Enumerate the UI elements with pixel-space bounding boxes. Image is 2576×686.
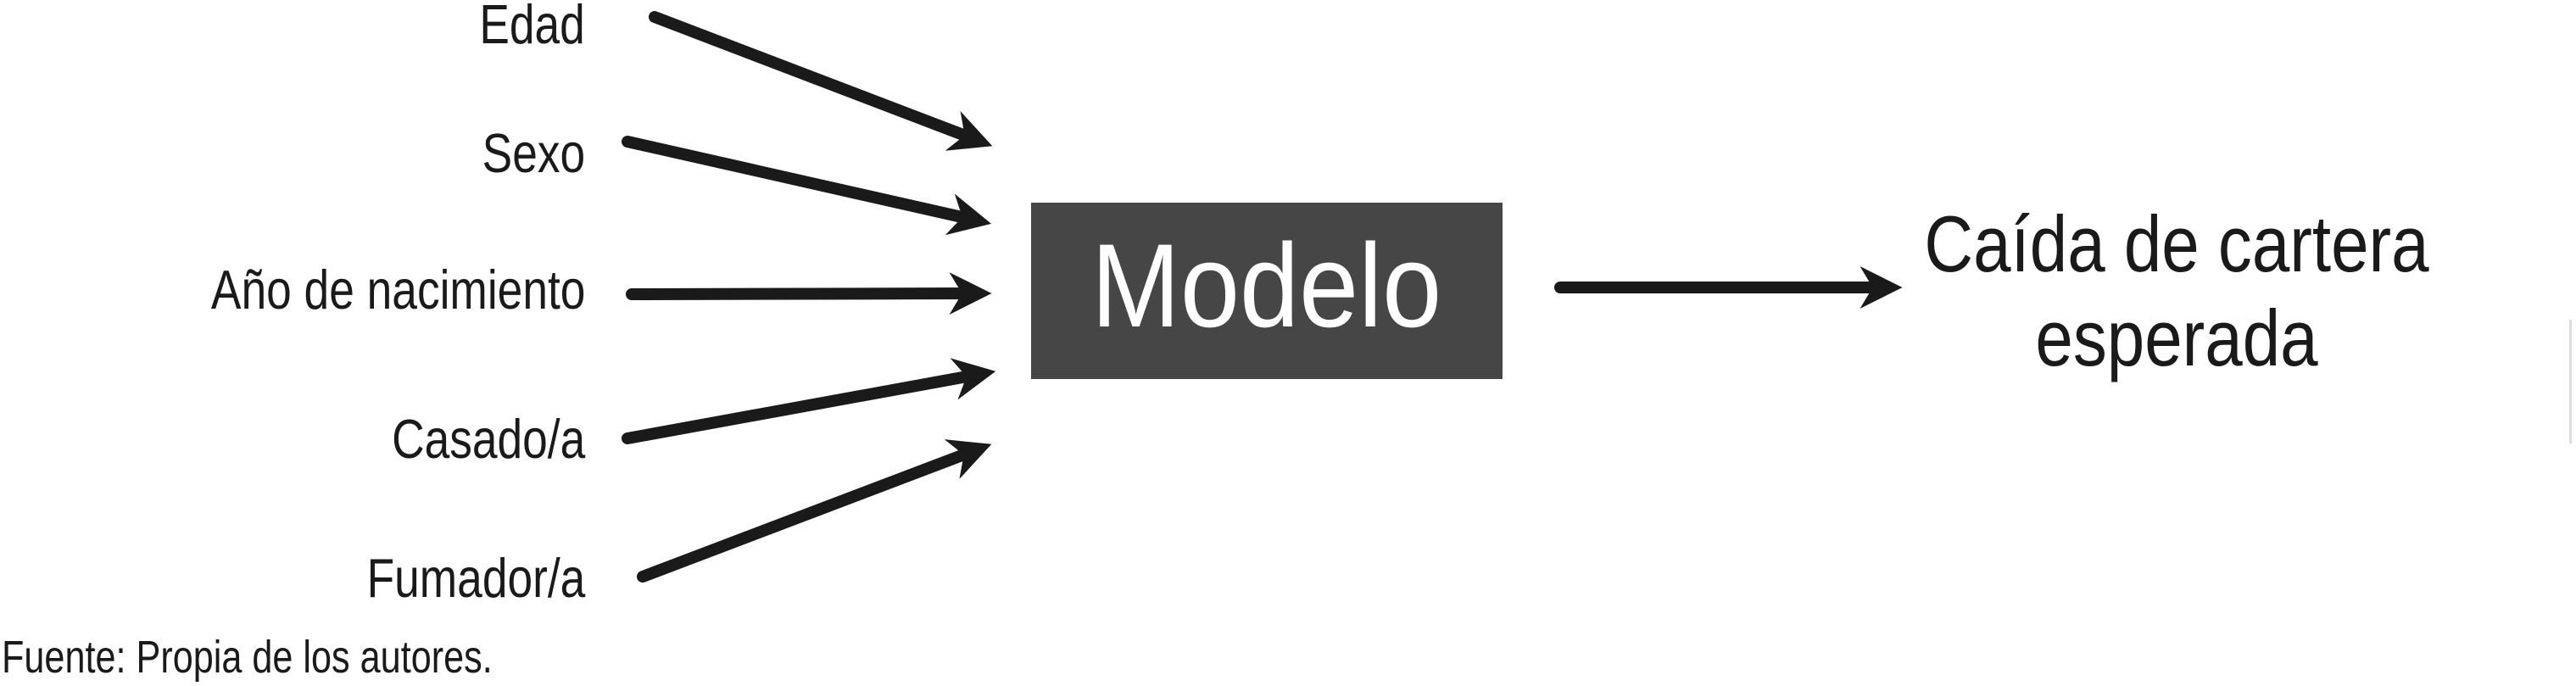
model-box: Modelo — [1031, 203, 1503, 379]
output-label-line1: Caída de cartera — [1924, 199, 2429, 288]
input-label-sexo: Sexo — [482, 122, 585, 184]
arrow-sexo-to-modelo — [622, 136, 992, 236]
arrow-fumador-to-modelo — [637, 439, 992, 583]
input-label-casado: Casado/a — [391, 408, 585, 470]
input-label-edad: Edad — [479, 0, 585, 55]
input-label-anio-de-nacimiento: Año de nacimiento — [210, 259, 585, 321]
page-edge-artifact — [2569, 320, 2572, 443]
source-note: Fuente: Propia de los autores. — [2, 632, 493, 683]
output-label: Caída de cartera esperada — [1853, 197, 2501, 385]
arrow-anio-to-modelo — [626, 272, 992, 315]
input-label-fumador: Fumador/a — [366, 547, 585, 609]
arrow-edad-to-modelo — [649, 11, 993, 151]
model-box-label: Modelo — [1091, 219, 1442, 352]
output-label-line2: esperada — [2035, 293, 2318, 382]
arrow-casado-to-modelo — [622, 358, 996, 444]
